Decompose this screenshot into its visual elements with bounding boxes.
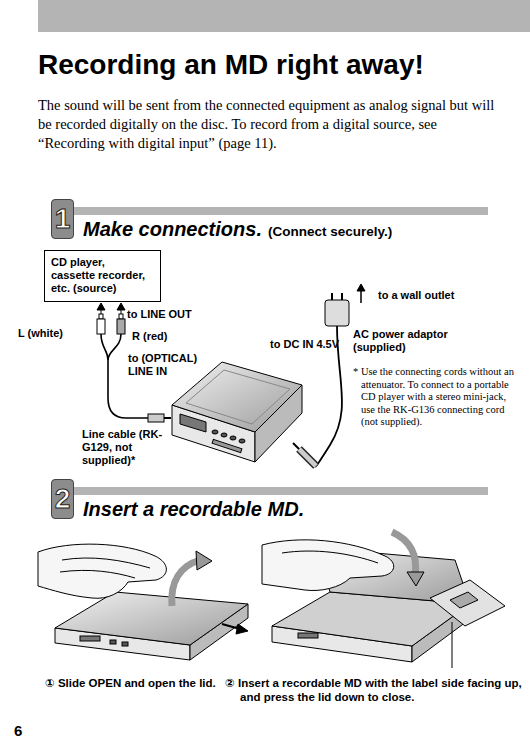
ac-adaptor	[341, 293, 343, 300]
insert-md-figure	[298, 633, 318, 638]
open-lid-figure	[38, 544, 166, 598]
open-lid-figure	[110, 640, 116, 644]
line-cable	[108, 334, 121, 360]
plug-label: L (white)	[18, 327, 63, 340]
md-recorder	[180, 414, 206, 432]
md-recorder	[212, 430, 218, 434]
mini-jack	[164, 417, 171, 419]
open-lid-figure	[62, 558, 150, 568]
ac-adaptor	[293, 293, 349, 467]
connector-label: to a wall outlet	[378, 289, 454, 302]
md-recorder	[172, 362, 302, 432]
step-number-text: 1	[52, 200, 73, 238]
step-heading: Make connections.	[83, 217, 262, 241]
insert-md-figure	[452, 622, 453, 668]
wall-arrow	[357, 284, 365, 291]
rca-plugs	[97, 303, 105, 310]
md-recorder	[186, 370, 290, 424]
rca-plugs	[97, 303, 125, 334]
open-lid-figure	[196, 551, 212, 570]
insert-md-figure	[407, 572, 424, 586]
step-bar	[74, 487, 488, 495]
rca-plugs	[99, 314, 103, 319]
rca-plugs	[117, 303, 125, 310]
open-lid-figure	[80, 636, 100, 641]
open-lid-figure	[236, 624, 248, 634]
connector-label: to LINE OUT	[127, 308, 192, 321]
ac-adaptor	[299, 449, 316, 466]
connector-label: to DC IN 4.5V	[270, 338, 342, 351]
header-band	[38, 0, 530, 32]
rca-plugs	[117, 319, 125, 334]
ac-adaptor	[331, 293, 333, 300]
part-label: Line cable (RK-G129, not supplied)*	[82, 428, 166, 467]
open-lid-figure	[122, 642, 128, 646]
plug-label: R (red)	[132, 330, 167, 343]
md-recorder	[239, 439, 245, 443]
md-recorder	[212, 439, 242, 452]
page-title: Recording an MD right away!	[38, 48, 424, 82]
ac-adaptor	[293, 443, 299, 449]
insert-md-figure	[282, 551, 378, 563]
source-box: CD player, cassette recorder, etc. (sour…	[44, 250, 161, 302]
step-subheading: (Connect securely.)	[268, 224, 392, 240]
box-text: CD player, cassette recorder, etc. (sour…	[51, 256, 151, 295]
footnote: * Use the connecting cords without an at…	[353, 366, 521, 429]
mini-jack	[148, 414, 171, 422]
connector-label: to (OPTICAL) LINE IN	[128, 352, 212, 378]
open-lid-figure	[55, 592, 248, 645]
wall-arrow	[357, 284, 365, 303]
md-recorder	[172, 362, 302, 462]
step-bar	[74, 207, 488, 215]
step-number: 2	[51, 479, 74, 519]
open-lid-figure	[38, 544, 248, 660]
header-band	[38, 0, 530, 32]
open-lid-figure	[172, 560, 200, 606]
insert-md-figure	[262, 532, 505, 668]
insert-md-figure	[262, 540, 394, 591]
ac-adaptor	[325, 300, 349, 326]
step-heading: Insert a recordable MD.	[83, 497, 304, 521]
insert-md-figure	[430, 580, 505, 626]
step-caption: ② Insert a recordable MD with the label …	[225, 676, 524, 704]
step-number-text: 2	[52, 480, 73, 518]
wall-arrow	[360, 290, 362, 303]
intro-paragraph: The sound will be sent from the connecte…	[38, 96, 500, 153]
page-number: 6	[14, 722, 22, 740]
insert-md-figure	[450, 592, 478, 608]
rca-plugs	[97, 319, 105, 334]
rca-plugs	[119, 314, 123, 319]
step-caption: ① Slide OPEN and open the lid.	[45, 676, 216, 690]
mini-jack	[148, 414, 164, 422]
open-lid-figure	[60, 570, 135, 578]
ac-adaptor	[299, 449, 316, 466]
part-label: AC power adaptor (supplied)	[353, 328, 483, 354]
insert-md-figure	[392, 532, 416, 575]
md-recorder	[221, 433, 227, 437]
step-number: 1	[51, 199, 74, 239]
md-recorder	[230, 436, 236, 440]
